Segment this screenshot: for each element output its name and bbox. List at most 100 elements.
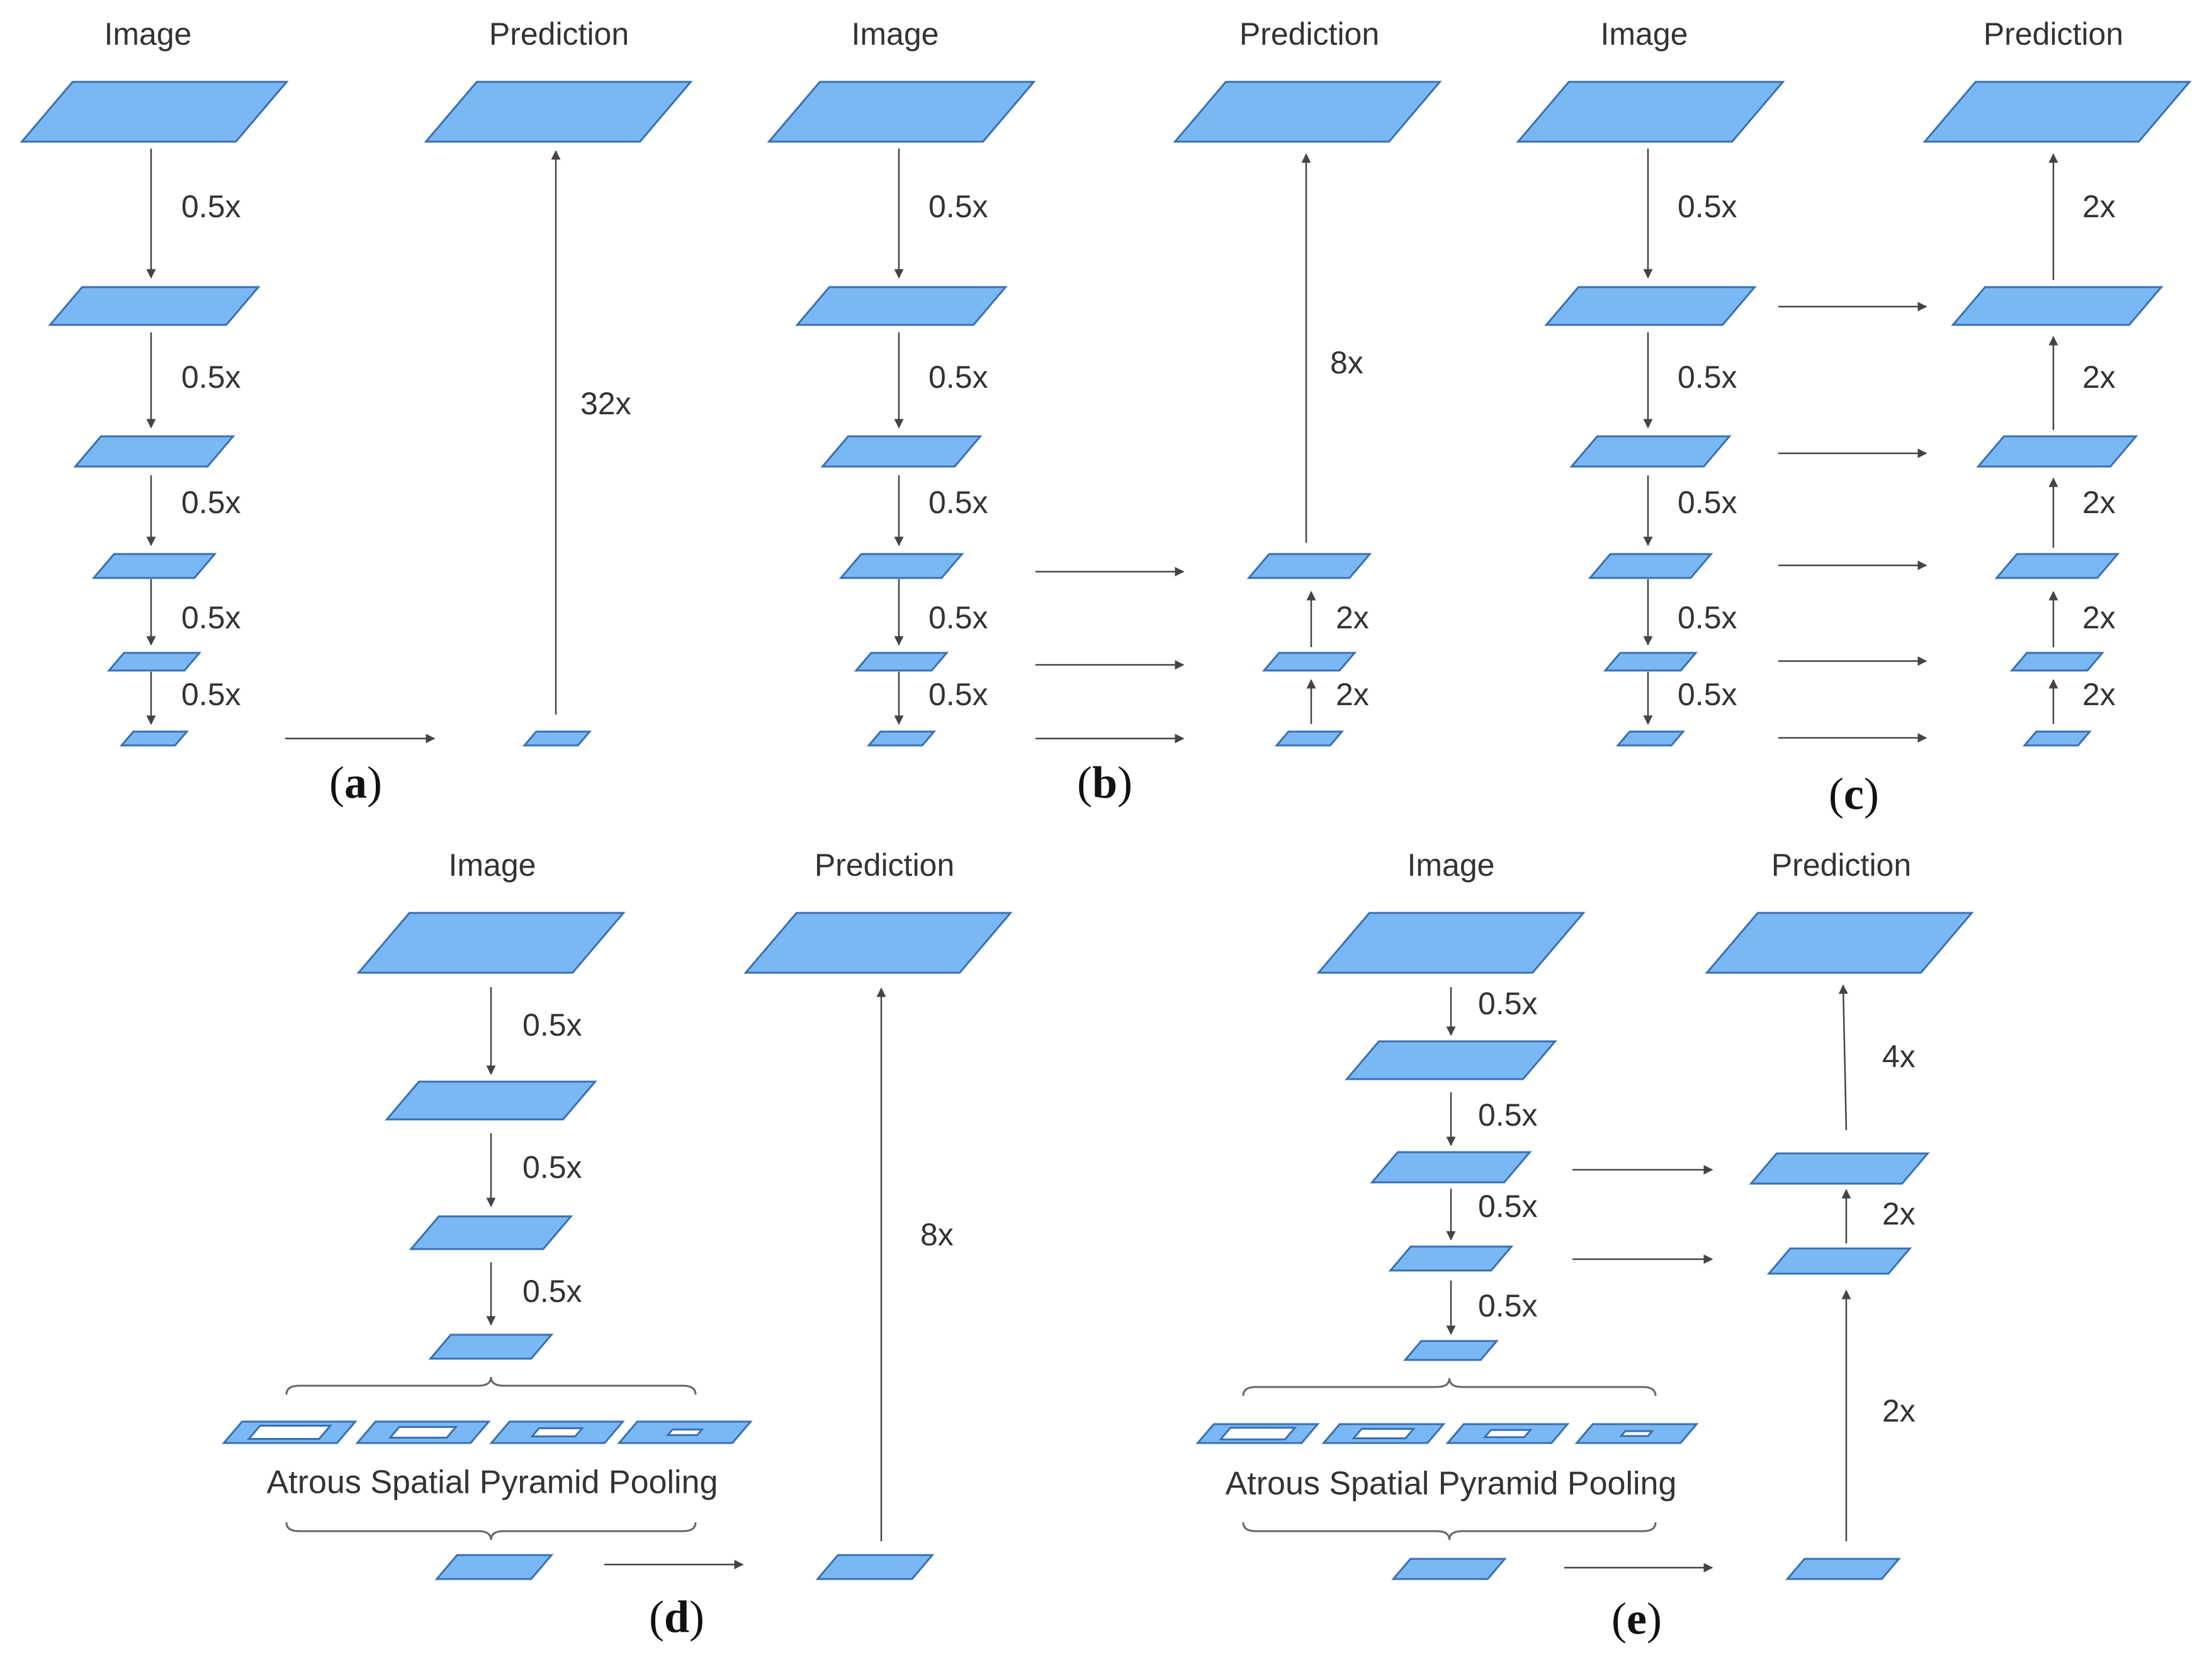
upsample-factor: 2x [2082, 677, 2116, 712]
decoder-layer [1976, 435, 2138, 468]
panel-label-part: ) [1647, 1593, 1662, 1644]
upsample-factor: 2x [2082, 600, 2116, 635]
aspp-label: Atrous Spatial Pyramid Pooling [267, 1464, 718, 1501]
decoder-layer [2009, 652, 2105, 672]
upsample-factor: 32x [580, 386, 631, 421]
panel-label-part: e [1627, 1593, 1647, 1644]
decoder-layer [1785, 1558, 1901, 1580]
aspp-output [1391, 1558, 1507, 1580]
upsample-factor: 2x [1882, 1393, 1916, 1429]
aspp-hole [1618, 1430, 1655, 1437]
upsample-factor: 2x [1882, 1196, 1916, 1231]
panel-label-part: b [1092, 757, 1117, 808]
upsample-factor: 2x [2082, 359, 2116, 395]
prediction-map [1173, 81, 1442, 143]
encoder-layer-6 [119, 730, 189, 747]
encoder-layer-4 [91, 553, 217, 579]
panel-label-part: ) [1864, 769, 1879, 819]
prediction-header: Prediction [815, 847, 954, 883]
image-header: Image [1408, 847, 1495, 883]
downsample-factor: 0.5x [1678, 359, 1737, 395]
panel-label: (d) [649, 1592, 704, 1642]
encoder-layer-5 [854, 652, 949, 672]
encoder-layer-5 [1403, 1340, 1499, 1361]
downsample-factor: 0.5x [522, 1007, 582, 1043]
prediction-header: Prediction [1983, 16, 2123, 52]
prediction-header: Prediction [489, 16, 629, 52]
aspp-hole [246, 1424, 333, 1440]
downsample-factor: 0.5x [1678, 600, 1737, 635]
encoder-layer-3 [1370, 1151, 1532, 1184]
encoder-layer-5 [1603, 652, 1698, 672]
aspp-braces [285, 1376, 1657, 1541]
downsample-factor: 0.5x [1478, 1189, 1538, 1224]
downsample-factor: 0.5x [928, 677, 988, 712]
downsample-factor: 0.5x [181, 485, 241, 520]
decoder-layer [815, 1554, 935, 1580]
decoder-layer [1246, 553, 1372, 579]
downsample-factor: 0.5x [522, 1274, 582, 1309]
aspp-hole [530, 1427, 584, 1437]
image-header: Image [449, 847, 536, 883]
panel-label-part: d [664, 1592, 689, 1642]
prediction-header: Prediction [1771, 847, 1911, 883]
panel-label-part: ) [689, 1592, 704, 1642]
decoder-layer [1951, 286, 2164, 326]
panel-label-part: ( [649, 1592, 664, 1642]
prediction-header: Prediction [1239, 16, 1379, 52]
aspp-hole [1351, 1428, 1416, 1439]
encoder-layer-6 [866, 730, 937, 747]
downsample-factor: 0.5x [928, 359, 988, 395]
aspp-hole [665, 1429, 704, 1436]
encoder-layer-4 [838, 553, 964, 579]
downsample-factor: 0.5x [928, 189, 988, 224]
panel-label-part: ( [1077, 757, 1092, 808]
encoder-layer-1 [767, 81, 1036, 143]
encoder-layer-3 [1569, 435, 1732, 468]
aspp-top-brace [285, 1376, 697, 1395]
encoder-layer-4 [428, 1333, 554, 1360]
upsample-arrow [1838, 984, 1848, 1131]
encoder-layer-4 [1388, 1245, 1514, 1272]
downsample-factor: 0.5x [181, 600, 241, 635]
downsample-factor: 0.5x [928, 485, 988, 520]
panel-label-part: a [344, 757, 367, 808]
prediction-map [424, 81, 693, 143]
upsample-factor: 8x [920, 1217, 954, 1252]
downsample-factor: 0.5x [522, 1150, 582, 1185]
downsample-factor: 0.5x [1478, 986, 1538, 1021]
upsample-factor: 4x [1882, 1039, 1916, 1074]
downsample-factor: 0.5x [1678, 189, 1737, 224]
downsample-factor: 0.5x [1678, 485, 1737, 520]
prediction-map [1705, 912, 1974, 974]
downsample-factor: 0.5x [928, 600, 988, 635]
encoder-layer-2 [385, 1080, 597, 1121]
upsample-factor: 8x [1330, 345, 1363, 380]
panel-label-part: ) [367, 757, 382, 808]
encoder-layer-1 [1516, 81, 1785, 143]
downsample-factor: 0.5x [1478, 1097, 1538, 1133]
upsample-factor: 2x [1336, 600, 1369, 635]
aspp-hole [1218, 1427, 1297, 1440]
aspp-bottom-brace [285, 1522, 697, 1541]
encoder-layer-2 [1345, 1040, 1557, 1080]
image-header: Image [1601, 16, 1688, 52]
encoder-layer-3 [820, 435, 983, 468]
upsample-factor: 2x [2082, 189, 2116, 224]
encoder-layer-1 [356, 912, 626, 974]
aspp-hole [388, 1426, 458, 1439]
panel-label-part: ( [1829, 769, 1844, 819]
panel-label: (b) [1077, 757, 1132, 808]
upsample-factor: 2x [2082, 485, 2116, 520]
encoder-layer-1 [1316, 912, 1586, 974]
prediction-map [743, 912, 1013, 974]
panel-label-part: ( [329, 757, 344, 808]
panel-label-part: c [1844, 769, 1864, 819]
image-header: Image [104, 16, 192, 52]
connection-arrows [146, 149, 2058, 1573]
encoder-layer-5 [106, 652, 202, 672]
encoder-layer-3 [409, 1215, 573, 1250]
panel-label: (c) [1829, 769, 1879, 819]
